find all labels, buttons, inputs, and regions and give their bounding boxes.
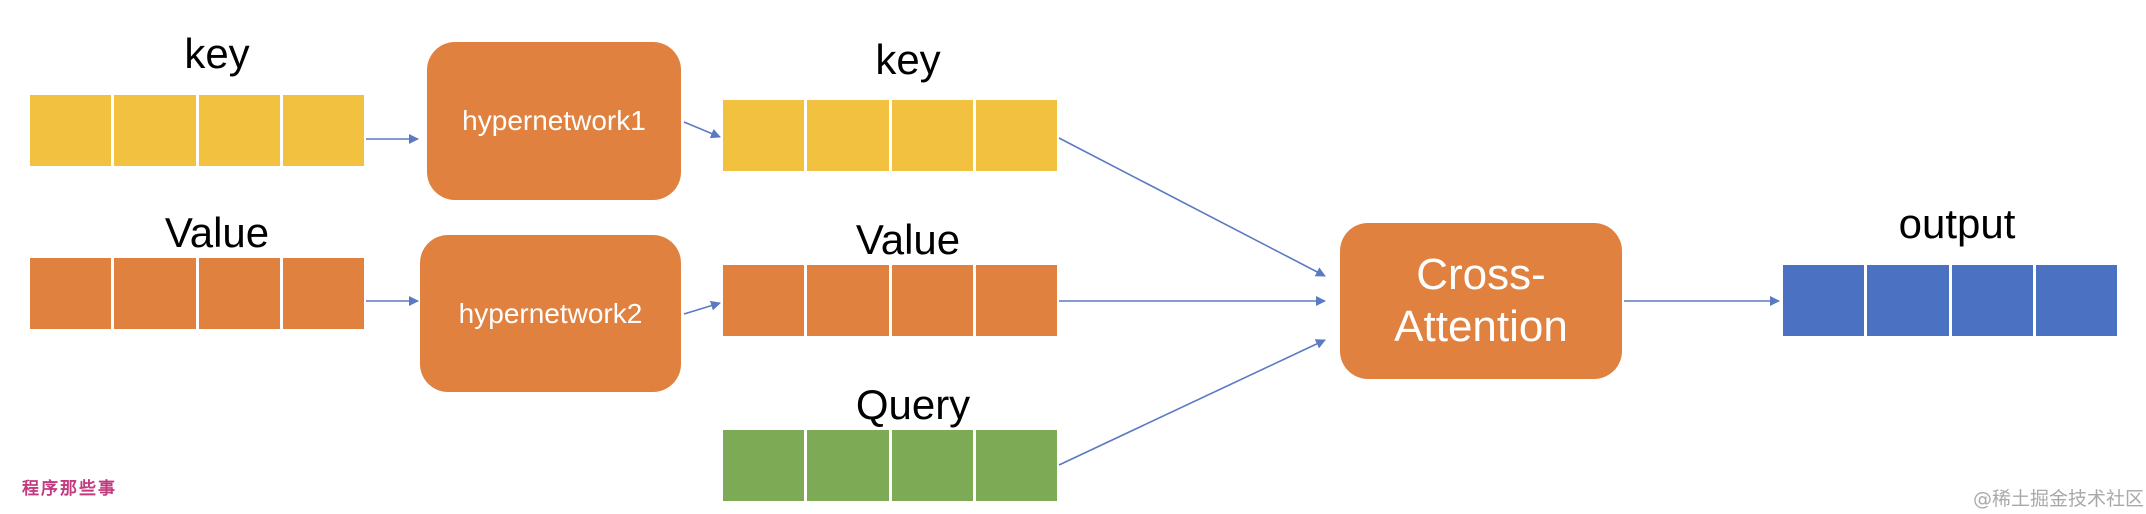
hypernetwork2-label: hypernetwork2 <box>458 297 643 329</box>
middle-value-cell <box>723 265 805 336</box>
output-cell <box>1783 265 1865 336</box>
query-cell <box>723 430 805 501</box>
arrow-query-to-cross-attention <box>1058 339 1326 466</box>
input-key-cell <box>198 95 280 166</box>
query-cell <box>975 430 1057 501</box>
watermark-left: 程序那些事 <box>22 479 117 499</box>
middle-value-cell <box>891 265 973 336</box>
middle-key-cell <box>723 100 805 171</box>
input-value-vector <box>30 258 364 329</box>
input-key-vector <box>30 95 364 166</box>
middle-value-label: Value <box>855 216 961 263</box>
hypernetwork1-label: hypernetwork1 <box>462 105 646 136</box>
input-key-label: key <box>184 30 250 77</box>
output-label: output <box>1898 200 2016 247</box>
watermark-right: @稀土掘金技术社区 <box>1972 488 2144 510</box>
output-cell <box>1951 265 2033 336</box>
middle-query-label: Query <box>855 381 971 428</box>
middle-key-cell <box>807 100 889 171</box>
hypernetwork2-box: hypernetwork2 <box>420 235 681 392</box>
input-key-cell <box>30 95 112 166</box>
middle-key-cell <box>891 100 973 171</box>
output-cell <box>2035 265 2117 336</box>
middle-value-cell <box>807 265 889 336</box>
cross-attention-line1: Cross- <box>1416 250 1546 300</box>
middle-value-vector <box>723 265 1057 336</box>
input-value-cell <box>282 258 364 329</box>
arrow-hypernetwork2-to-value <box>683 300 721 315</box>
input-key-cell <box>114 95 196 166</box>
input-value-label: Value <box>164 209 270 256</box>
query-cell <box>891 430 973 501</box>
input-key-cell <box>282 95 364 166</box>
input-value-cell <box>198 258 280 329</box>
output-cell <box>1867 265 1949 336</box>
cross-attention-line2: Attention <box>1394 302 1568 351</box>
input-value-cell <box>114 258 196 329</box>
arrow-key-to-cross-attention <box>1058 137 1326 277</box>
middle-value-cell <box>975 265 1057 336</box>
arrow-hypernetwork1-to-key <box>683 121 721 139</box>
middle-key-label: key <box>875 36 941 83</box>
hypernetwork1-box: hypernetwork1 <box>427 42 681 200</box>
query-vector <box>723 430 1057 501</box>
middle-key-cell <box>975 100 1057 171</box>
input-value-cell <box>30 258 112 329</box>
query-cell <box>807 430 889 501</box>
output-vector <box>1783 265 2117 336</box>
middle-key-vector <box>723 100 1057 171</box>
cross-attention-box: Cross- Attention <box>1340 223 1622 379</box>
